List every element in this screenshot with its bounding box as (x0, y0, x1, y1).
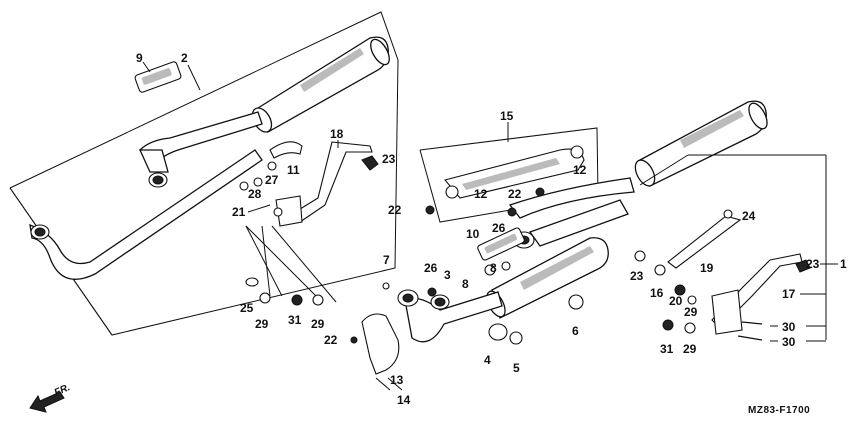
callout-12a: 12 (573, 163, 587, 177)
callout-23b: 23 (630, 269, 644, 283)
callout-23a: 23 (382, 152, 396, 166)
callout-11: 11 (287, 163, 300, 177)
callout-16: 16 (650, 286, 664, 300)
callout-20: 20 (669, 294, 683, 308)
callout-9: 9 (136, 51, 143, 65)
right-muffler-assembly (350, 100, 838, 391)
callout-6: 6 (572, 324, 579, 338)
callout-24: 24 (742, 209, 756, 223)
callout-22c: 22 (324, 333, 338, 347)
callout-12b: 12 (474, 187, 488, 201)
callout-18: 18 (330, 127, 344, 141)
callout-21: 21 (232, 205, 246, 219)
callout-29d: 29 (683, 342, 697, 356)
callout-4: 4 (484, 353, 491, 367)
callout-17: 17 (782, 287, 796, 301)
callout-8a: 8 (490, 261, 497, 275)
left-hardware-parts (245, 277, 324, 306)
callout-29c: 29 (684, 305, 698, 319)
callout-29b: 29 (311, 317, 325, 331)
callout-15: 15 (500, 109, 514, 123)
callout-2: 2 (181, 51, 188, 65)
callout-labels: 9 2 18 23 11 27 28 21 25 29 31 29 15 12 … (136, 51, 847, 407)
left-muffler-assembly (29, 36, 390, 303)
heat-shield-assembly (419, 122, 599, 223)
callout-8b: 8 (462, 277, 469, 291)
callout-1: 1 (840, 257, 847, 271)
callout-19: 19 (700, 261, 714, 275)
callout-23c: 23 (806, 257, 820, 271)
callout-30a: 30 (782, 320, 796, 334)
callout-22b: 22 (388, 203, 402, 217)
callout-30b: 30 (782, 335, 796, 349)
callout-25: 25 (240, 301, 254, 315)
callout-29a: 29 (255, 317, 269, 331)
callout-28: 28 (248, 187, 262, 201)
callout-26b: 26 (424, 261, 438, 275)
callout-5: 5 (513, 361, 520, 375)
callout-31a: 31 (288, 313, 302, 327)
callout-27: 27 (265, 173, 279, 187)
front-direction-arrow (29, 391, 65, 413)
callout-22a: 22 (508, 187, 522, 201)
callout-14: 14 (397, 393, 411, 407)
fr-direction-label: FR. (53, 382, 72, 399)
callout-10: 10 (466, 227, 480, 241)
diagram-code: MZ83-F1700 (748, 405, 810, 416)
callout-7: 7 (383, 253, 390, 267)
callout-26a: 26 (492, 221, 506, 235)
callout-13: 13 (390, 373, 404, 387)
callout-31b: 31 (660, 342, 674, 356)
callout-3: 3 (444, 268, 451, 282)
